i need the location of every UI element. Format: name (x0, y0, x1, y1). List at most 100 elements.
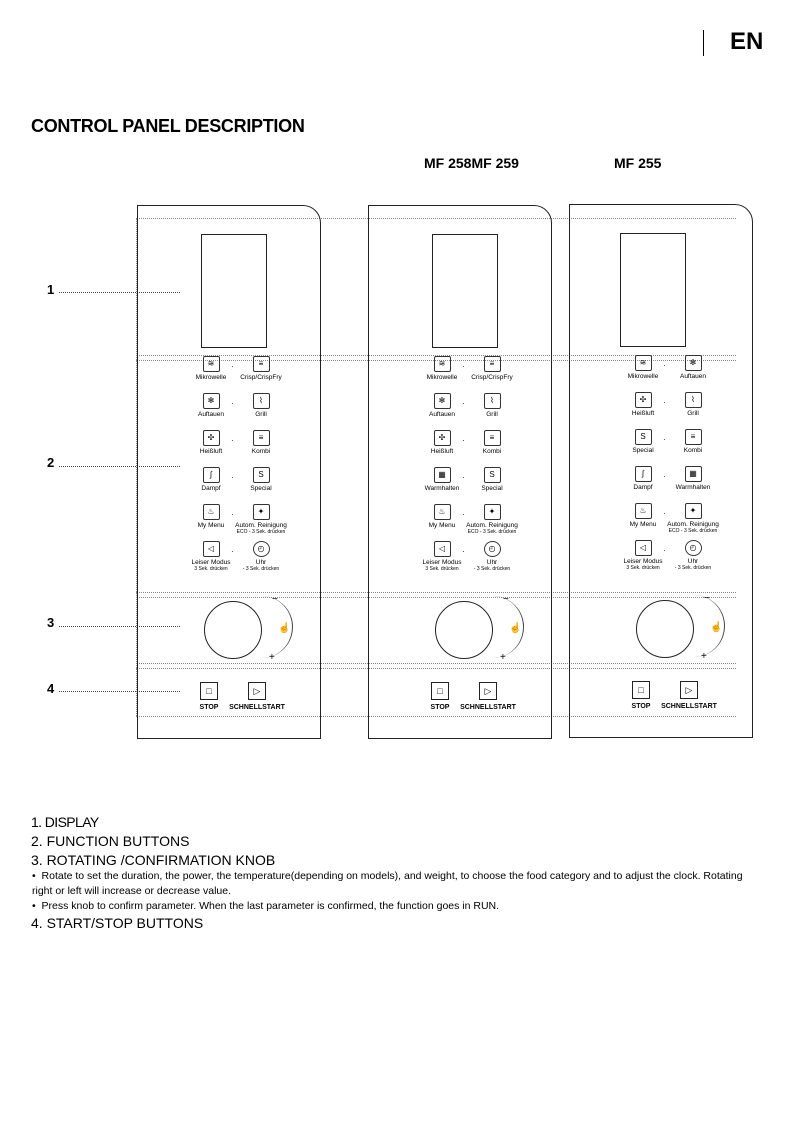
callout-2: 2 (47, 455, 55, 470)
knob-arc (489, 596, 524, 658)
function-button[interactable]: ◴Uhr- 3 Sek. drücken (658, 540, 728, 571)
header-divider (703, 30, 704, 56)
guide-line-knob-top (136, 592, 736, 593)
chef-hat-icon: ♨ (634, 503, 652, 519)
steam-icon: ∫ (202, 467, 220, 483)
play-icon: ▷ (680, 681, 698, 699)
function-button[interactable]: ✣Heißluft (407, 430, 477, 455)
start-button[interactable]: ▷SCHNELLSTART (654, 681, 724, 710)
crisp-icon: ≡ (252, 356, 270, 372)
stop-icon: □ (431, 682, 449, 700)
description-knob: 3. ROTATING /CONFIRMATION KNOB (31, 852, 276, 868)
function-button[interactable]: ♨My Menu (176, 504, 246, 529)
combi-icon: ≡ (483, 430, 501, 446)
function-button[interactable]: ⌇Grill (658, 392, 728, 417)
callout-1: 1 (47, 282, 55, 297)
mute-icon: ◁ (433, 541, 451, 557)
guide-line-controls-top (136, 663, 736, 664)
function-button[interactable]: ≡Kombi (226, 430, 296, 455)
function-button[interactable]: ▦Warmhalten (658, 466, 728, 491)
cleaning-icon: ✦ (252, 504, 270, 520)
guide-line-display-bottom (136, 355, 736, 356)
function-button[interactable]: ▦Warmhalten (407, 467, 477, 492)
hand-icon: ☝ (509, 623, 522, 634)
function-button[interactable]: ∫Dampf (176, 467, 246, 492)
stop-button[interactable]: □STOP (405, 682, 475, 711)
cleaning-icon: ✦ (684, 503, 702, 519)
description-start-stop: 4. START/STOP BUTTONS (31, 915, 204, 931)
grill-icon: ⌇ (252, 393, 270, 409)
callout-line-4 (59, 691, 180, 692)
function-button[interactable]: ✣Heißluft (176, 430, 246, 455)
function-button[interactable]: ∫Dampf (608, 466, 678, 491)
rotating-knob[interactable] (204, 601, 262, 659)
function-button[interactable]: ✣Heißluft (608, 392, 678, 417)
function-button[interactable]: ◴Uhr- 3 Sek. drücken (457, 541, 527, 572)
function-button[interactable]: ♨My Menu (407, 504, 477, 529)
stop-icon: □ (632, 681, 650, 699)
chef-hat-icon: ♨ (202, 504, 220, 520)
guide-line-left (136, 218, 137, 716)
start-button[interactable]: ▷SCHNELLSTART (453, 682, 523, 711)
defrost-icon: ✻ (684, 355, 702, 371)
grill-icon: ⌇ (684, 392, 702, 408)
clock-icon: ◴ (684, 540, 702, 556)
function-button[interactable]: ⌇Grill (457, 393, 527, 418)
function-button[interactable]: ♨My Menu (608, 503, 678, 528)
combi-icon: ≡ (684, 429, 702, 445)
function-button[interactable]: ≋Mikrowelle (407, 356, 477, 381)
function-button[interactable]: ≡Crisp/CrispFry (226, 356, 296, 381)
fan-icon: ✣ (202, 430, 220, 446)
callout-line-1 (59, 292, 180, 293)
function-button[interactable]: ✻Auftauen (658, 355, 728, 380)
function-button[interactable]: ✻Auftauen (176, 393, 246, 418)
function-button[interactable]: ≋Mikrowelle (608, 355, 678, 380)
stop-button[interactable]: □STOP (174, 682, 244, 711)
function-button[interactable]: ⌇Grill (226, 393, 296, 418)
stop-button[interactable]: □STOP (606, 681, 676, 710)
knob-arc (258, 596, 293, 658)
function-button[interactable]: ≡Kombi (658, 429, 728, 454)
function-button[interactable]: ≡Crisp/CrispFry (457, 356, 527, 381)
description-bullet-1: • Rotate to set the duration, the power,… (32, 870, 743, 897)
defrost-icon: ✻ (202, 393, 220, 409)
control-panel-2: ≋Mikrowelle·≡Crisp/CrispFry ✻Auftauen·⌇G… (368, 205, 552, 739)
chef-hat-icon: ♨ (433, 504, 451, 520)
stop-icon: □ (200, 682, 218, 700)
function-button[interactable]: ≡Kombi (457, 430, 527, 455)
language-label: EN (730, 28, 764, 55)
rotating-knob[interactable] (636, 600, 694, 658)
function-button[interactable]: ✻Auftauen (407, 393, 477, 418)
steam-icon: ∫ (634, 466, 652, 482)
start-button[interactable]: ▷SCHNELLSTART (222, 682, 292, 711)
function-buttons: ≋Mikrowelle·≡Crisp/CrispFry ✻Auftauen·⌇G… (138, 356, 320, 578)
defrost-icon: ✻ (433, 393, 451, 409)
cleaning-icon: ✦ (483, 504, 501, 520)
fan-icon: ✣ (634, 392, 652, 408)
special-icon: S (634, 429, 652, 445)
callout-4: 4 (47, 681, 55, 696)
model-label-mf255: MF 255 (614, 155, 662, 171)
display (620, 233, 686, 347)
microwave-icon: ≋ (634, 355, 652, 371)
guide-line-controls-top-2 (136, 668, 736, 669)
callout-line-2 (59, 466, 180, 467)
function-button[interactable]: ◴Uhr- 3 Sek. drücken (226, 541, 296, 572)
control-panel-3: ≋Mikrowelle·✻Auftauen ✣Heißluft·⌇Grill S… (569, 204, 753, 738)
description-function-buttons: 2. FUNCTION BUTTONS (31, 833, 190, 849)
guide-line-knob-top-2 (136, 597, 736, 598)
hand-icon: ☝ (710, 622, 723, 633)
rotating-knob[interactable] (435, 601, 493, 659)
display (432, 234, 498, 348)
function-button[interactable]: ≋Mikrowelle (176, 356, 246, 381)
play-icon: ▷ (479, 682, 497, 700)
